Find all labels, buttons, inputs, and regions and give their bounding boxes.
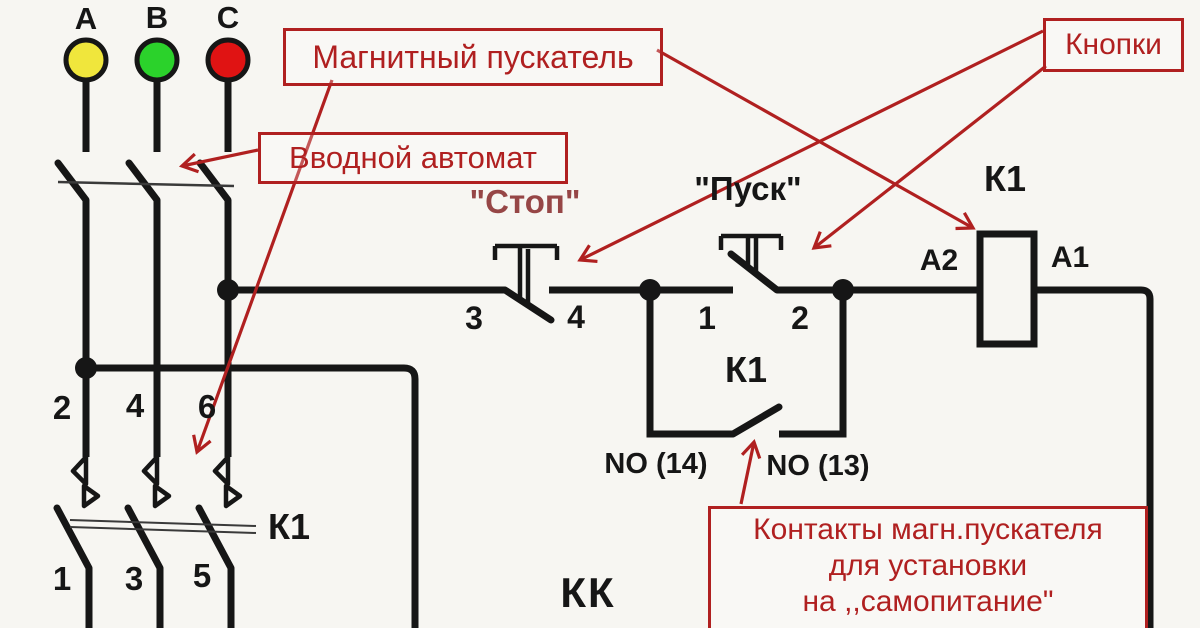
annotation-self-feed-line2: для установки [828,549,1028,582]
phase-a-label: А [74,1,98,36]
phase-indicator-lamps [63,37,251,83]
phase-c-lamp [205,37,251,83]
arrow-buttons-to-start [811,64,1047,250]
annotation-box-magnetic-starter: Магнитный пускатель [283,28,663,86]
start-terminal-1: 1 [698,300,716,336]
aux-no13-label: NO (13) [766,450,870,482]
stop-terminal-3: 3 [465,300,483,336]
main-contacts-k1-label: К1 [268,506,310,547]
aux-contact-blade [729,403,783,438]
breaker-tie-bar [57,180,235,188]
circuit-wires [53,80,1154,628]
main-terminal-1: 1 [52,560,72,597]
start-plunger [718,233,784,271]
arrow-starter-to-main-contacts [192,79,334,455]
k1-main-contact-blades [53,504,235,628]
stop-button-symbol [492,243,560,324]
phase-a-branch-wire [86,364,419,628]
self-latch-loop [646,290,847,438]
phase-b-lamp [134,37,180,83]
main-terminal-6: 6 [197,388,217,425]
coil-terminal-a2: A2 [919,244,959,277]
main-terminal-3: 3 [124,560,144,597]
start-terminal-2: 2 [791,300,809,336]
arrow-breaker [178,148,259,174]
coil-return-wire [1034,286,1154,628]
contact-chevrons [70,454,243,509]
arrow-selffeed-to-aux [739,438,762,505]
phase-c-label: С [216,0,240,35]
thermal-relay-kk-label: КК [560,569,616,616]
annotation-buttons-text: Кнопки [1065,28,1162,61]
start-button-label: "Пуск" [694,170,802,207]
k1-tie-bar [69,519,257,534]
arrow-starter-to-coil [656,48,976,231]
start-button-symbol [718,233,784,294]
annotation-box-buttons: Кнопки [1043,18,1184,72]
annotation-magnetic-starter-text: Магнитный пускатель [312,38,634,75]
start-blade [727,250,781,294]
annotation-self-feed-line3: на ,,самопитание" [802,585,1054,618]
arrow-buttons-to-stop [577,29,1044,264]
phase-a-lamp [63,37,109,83]
k1-coil-symbol [976,230,1038,348]
phase-b-label: В [145,0,169,35]
annotation-input-breaker-text: Вводной автомат [289,140,537,175]
stop-blade [501,286,555,324]
stop-button-label: "Стоп" [469,183,581,220]
phase-verticals [82,200,232,457]
annotation-arrows [178,29,1047,505]
main-terminal-2: 2 [52,389,72,426]
phase-stems [82,80,232,152]
aux-contact-k1-label: К1 [725,349,767,390]
main-terminal-5: 5 [192,557,212,594]
stop-plunger [492,243,560,304]
annotation-box-self-feed: Контакты магн.пускателя для установки на… [708,506,1148,628]
stop-terminal-4: 4 [567,299,585,335]
aux-no14-label: NO (14) [604,448,708,480]
annotation-box-input-breaker: Вводной автомат [258,132,568,184]
annotation-self-feed-line1: Контакты магн.пускателя [753,513,1103,546]
main-terminal-4: 4 [125,387,145,424]
coil-terminal-a1: A1 [1050,241,1090,274]
junction-dots [75,279,854,379]
coil-k1-label: К1 [984,158,1026,199]
